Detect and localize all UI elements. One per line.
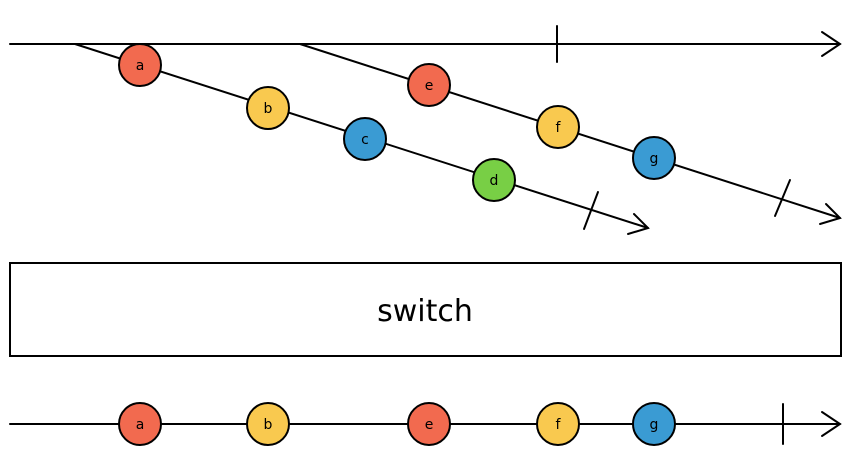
marble-label: a [136, 417, 145, 433]
marble-label: e [425, 78, 434, 94]
marble-circle [472, 158, 516, 202]
inner-stream-2-arrowhead [819, 203, 842, 225]
marble-circle [632, 402, 676, 446]
output-stream-arrowhead [821, 411, 842, 437]
inner-stream-2-marble-g: g [632, 136, 676, 180]
marble-label: c [361, 132, 369, 148]
marble-label: e [425, 417, 434, 433]
marble-circle [118, 402, 162, 446]
marble-circle [246, 402, 290, 446]
marble-circle [536, 105, 580, 149]
marble-circle [407, 402, 451, 446]
inner-stream-2-marbles: e f g [407, 63, 676, 180]
marble-label: f [556, 120, 562, 136]
marble-label: g [650, 151, 659, 167]
inner-stream-1-complete-tick [583, 191, 599, 230]
output-stream-marble-e: e [407, 402, 451, 446]
marble-label: d [490, 173, 499, 189]
inner-stream-2: e f g [299, 43, 842, 225]
inner-stream-1-marble-b: b [246, 86, 290, 130]
inner-stream-1-marble-d: d [472, 158, 516, 202]
outer-stream-arrowhead [821, 31, 842, 57]
marble-label: g [650, 417, 659, 433]
inner-stream-2-marble-f: f [536, 105, 580, 149]
output-stream-marble-g: g [632, 402, 676, 446]
marble-circle [246, 86, 290, 130]
marble-label: f [556, 417, 562, 433]
output-stream-marble-a: a [118, 402, 162, 446]
marble-label: b [264, 101, 273, 117]
operator-box-rect [9, 262, 842, 357]
outer-stream-timeline [9, 25, 842, 63]
output-stream-marble-b: b [246, 402, 290, 446]
operator-label: switch [377, 294, 473, 329]
output-stream-marble-f: f [536, 402, 580, 446]
marble-circle [407, 63, 451, 107]
marble-label: a [136, 58, 145, 74]
marble-circle [118, 43, 162, 87]
inner-stream-2-marble-e: e [407, 63, 451, 107]
marble-circle [632, 136, 676, 180]
marble-circle [536, 402, 580, 446]
inner-stream-1-marble-c: c [343, 117, 387, 161]
inner-stream-1-marble-a: a [118, 43, 162, 87]
inner-stream-1-arrowhead [627, 213, 650, 235]
inner-stream-1: a b c d [74, 43, 650, 235]
operator-box: switch [9, 262, 842, 357]
marble-circle [343, 117, 387, 161]
inner-stream-1-marbles: a b c d [118, 43, 516, 202]
inner-stream-2-complete-tick [774, 179, 791, 217]
marble-label: b [264, 417, 273, 433]
